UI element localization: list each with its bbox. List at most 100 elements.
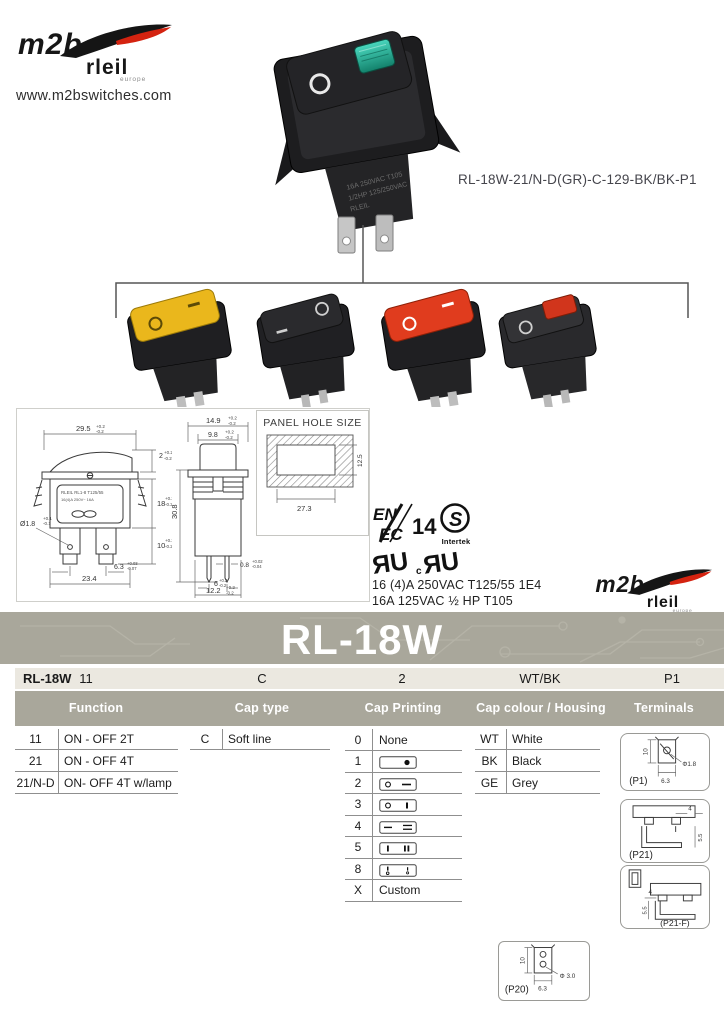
function-code-1: 21 bbox=[28, 754, 43, 768]
svg-text:EN: EN bbox=[373, 505, 397, 524]
cap-print-code-1: 1 bbox=[354, 754, 362, 768]
dim-front-width: 29.5 bbox=[76, 424, 91, 433]
switch-left-tab bbox=[275, 137, 297, 186]
variant-switch-red-small bbox=[498, 294, 597, 407]
dim-side-width: 14.9 bbox=[206, 416, 221, 425]
enec-logo-icon: EN EC bbox=[373, 503, 413, 544]
circle-dash-icon bbox=[379, 778, 417, 791]
plate-label-1: RLEIL RL1-8 T125/55 bbox=[61, 490, 104, 495]
intertek-label: Intertek bbox=[441, 537, 471, 546]
s-intertek-icon: S bbox=[440, 503, 470, 533]
cap-colour-label-1: Black bbox=[512, 754, 542, 768]
header-terminals: Terminals bbox=[634, 701, 694, 715]
dim-side-pin-pitch: 6 bbox=[214, 581, 218, 588]
function-code-2: 21/N-D bbox=[16, 776, 55, 790]
svg-text:-0.1: -0.1 bbox=[43, 521, 51, 526]
header-cap-colour: Cap colour / Housing bbox=[476, 701, 606, 715]
part-number: RL-18W-21/N-D(GR)-C-129-BK/BK-P1 bbox=[458, 172, 697, 187]
svg-text:6.3: 6.3 bbox=[538, 986, 547, 993]
logo-flame-shape bbox=[116, 27, 171, 45]
drawings-frame bbox=[16, 408, 370, 602]
front-view-drawing: 29.5 +0.2 -0.2 2 +0.2 -0.2 18 +0.2 -0.2 … bbox=[20, 424, 172, 588]
switch-lamp-window bbox=[354, 38, 396, 74]
svg-text:Φ1.8: Φ1.8 bbox=[682, 761, 696, 768]
svg-text:+0.2: +0.2 bbox=[225, 430, 234, 435]
header-cap-type: Cap type bbox=[234, 701, 290, 715]
cap-colour-label-0: White bbox=[512, 732, 543, 746]
logo-rleil-text: rleil bbox=[86, 56, 128, 79]
svg-text:rleil: rleil bbox=[647, 594, 679, 611]
svg-text:+0.2: +0.2 bbox=[226, 585, 235, 590]
dot-right-icon bbox=[379, 756, 417, 769]
variant-switch-yellow bbox=[127, 288, 232, 407]
bar-doublebar-icon bbox=[379, 842, 417, 855]
dim-total-height: 30.8 bbox=[170, 504, 179, 519]
order-code-cap-type: C bbox=[257, 671, 267, 686]
svg-text:+0.1: +0.1 bbox=[43, 516, 52, 521]
plate-label-2: 16(4)A 250V~ 16A bbox=[61, 497, 94, 502]
dim-pin-thickness: 0.8 bbox=[240, 562, 249, 569]
circle-bar-icon bbox=[379, 799, 417, 812]
terminal-p1-label: (P1) bbox=[629, 776, 647, 787]
terminal-p1-drawing: 10 Φ1.8 6.3 (P1) bbox=[629, 736, 697, 787]
dim-panel-height: 12.5 bbox=[357, 454, 364, 467]
terminal-box-p21f: 4 5.5 (P21-F) bbox=[620, 865, 710, 929]
header-function: Function bbox=[68, 701, 124, 715]
dim-cap-width: 9.8 bbox=[208, 432, 218, 439]
cap-print-code-3: 3 bbox=[354, 797, 362, 811]
dim-panel-width: 27.3 bbox=[297, 504, 312, 513]
panel-hole-title: PANEL HOLE SIZE bbox=[263, 417, 362, 429]
svg-text:+0.2: +0.2 bbox=[219, 578, 228, 583]
cap-colour-code-0: WT bbox=[480, 732, 499, 746]
cap-print-code-0: 0 bbox=[354, 733, 362, 747]
svg-text:-0.2: -0.2 bbox=[228, 421, 236, 426]
svg-text:4: 4 bbox=[649, 889, 653, 896]
dim-terminal-height: 10 bbox=[157, 541, 165, 550]
ur-mark-icon: ЯU bbox=[372, 548, 410, 578]
svg-text:+0.2: +0.2 bbox=[96, 424, 105, 429]
circuit-pattern bbox=[20, 616, 724, 663]
cap-colour-label-2: Grey bbox=[512, 776, 539, 790]
variant-switch-black bbox=[256, 293, 355, 407]
terminal-p20-label: (P20) bbox=[505, 985, 529, 996]
rating-line-2: 16A 125VAC ½ HP T105 bbox=[372, 594, 513, 608]
dash-equals-icon bbox=[379, 821, 417, 834]
terminal-p21f-label: (P21-F) bbox=[660, 918, 690, 928]
svg-text:-0.2: -0.2 bbox=[226, 591, 234, 596]
svg-text:-0.2: -0.2 bbox=[165, 544, 172, 549]
io-io-icon bbox=[379, 864, 417, 877]
order-code-terminals: P1 bbox=[664, 671, 680, 686]
svg-text:+0.2: +0.2 bbox=[165, 496, 172, 501]
terminal-box-p21: 4 5.5 (P21) bbox=[620, 799, 710, 863]
svg-text:-0.2: -0.2 bbox=[165, 502, 172, 507]
cap-print-code-8: 8 bbox=[354, 862, 362, 876]
svg-text:10: 10 bbox=[643, 748, 650, 755]
cap-type-code-0: C bbox=[200, 732, 210, 746]
table-header-row: Function Cap type Cap Printing Cap colou… bbox=[15, 691, 724, 726]
switch-variants-photo bbox=[127, 288, 597, 407]
enec-number: 14 bbox=[412, 514, 437, 539]
svg-text:+0.02: +0.02 bbox=[252, 559, 263, 564]
svg-text:5.5: 5.5 bbox=[643, 906, 649, 914]
variant-bracket-lines bbox=[115, 225, 689, 318]
cap-print-code-4: 4 bbox=[354, 819, 362, 833]
website-url: www.m2bswitches.com bbox=[16, 88, 172, 104]
cap-colour-code-2: GE bbox=[480, 776, 499, 790]
cap-print-code-5: 5 bbox=[354, 840, 362, 854]
function-label-2: ON- OFF 4T w/lamp bbox=[64, 776, 172, 790]
logo-europe-text: europe bbox=[120, 76, 146, 82]
svg-text:+0.2: +0.2 bbox=[228, 416, 237, 421]
svg-text:Φ 3.0: Φ 3.0 bbox=[560, 973, 576, 980]
terminal-p21-drawing: 4 5.5 (P21) bbox=[629, 805, 704, 861]
series-banner: RL-18W bbox=[0, 612, 724, 664]
cur-prefix: c bbox=[416, 566, 422, 577]
dim-rocker-height: 2 bbox=[159, 453, 163, 460]
m2b-rleil-logo-footer: m2b rleil europe bbox=[595, 569, 713, 613]
svg-text:S: S bbox=[449, 509, 463, 531]
terminal-p21f-drawing: 4 5.5 (P21-F) bbox=[628, 869, 702, 928]
terminal-p20-drawing: 10 Φ 3.0 6.3 (P20) bbox=[505, 944, 576, 996]
order-code-series: RL-18W bbox=[23, 671, 72, 686]
svg-text:4: 4 bbox=[688, 806, 692, 813]
cap-print-label-0: None bbox=[379, 733, 408, 747]
panel-hole-drawing: 27.3 12.5 bbox=[266, 434, 364, 513]
